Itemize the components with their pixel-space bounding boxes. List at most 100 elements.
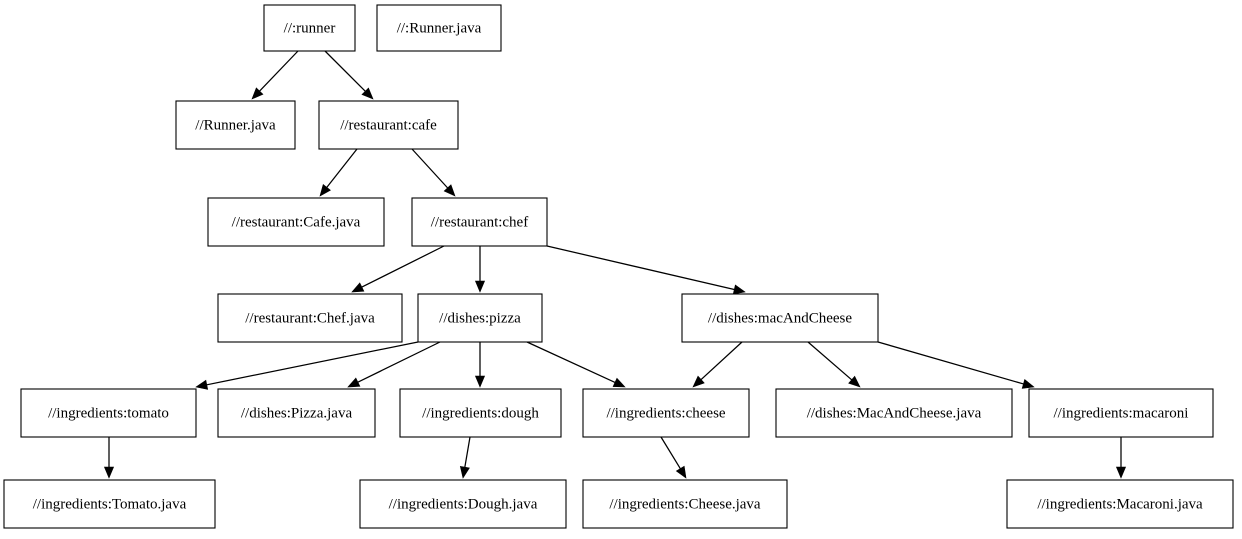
graph-node-cheese_java[interactable]: //ingredients:Cheese.java [582, 479, 788, 529]
graph-node-ing_dough[interactable]: //ingredients:dough [399, 388, 562, 438]
graph-edge [877, 341, 1035, 389]
edges-layer [103, 50, 1127, 479]
graph-edge [692, 341, 743, 388]
graph-node-dishes_pizza[interactable]: //dishes:pizza [417, 293, 543, 343]
graph-node-chef_java[interactable]: //restaurant:Chef.java [217, 293, 403, 343]
graph-edge [1115, 437, 1127, 479]
edge-arrowhead [459, 466, 470, 479]
node-label: //ingredients:Cheese.java [609, 496, 761, 512]
edge-arrowhead [347, 377, 361, 388]
edge-line [411, 148, 449, 189]
graph-node-ing_tomato[interactable]: //ingredients:tomato [20, 388, 197, 438]
node-box[interactable] [207, 197, 385, 247]
node-box[interactable] [3, 479, 216, 529]
graph-node-mac_java[interactable]: //dishes:MacAndCheese.java [775, 388, 1013, 438]
edge-line [206, 341, 419, 386]
node-box[interactable] [20, 388, 197, 438]
graph-edge [546, 245, 746, 295]
graph-node-ing_macaroni[interactable]: //ingredients:macaroni [1028, 388, 1214, 438]
edge-arrowhead [443, 184, 456, 197]
node-label: //dishes:pizza [439, 310, 521, 326]
edge-line [464, 436, 471, 468]
edge-arrowhead [474, 280, 486, 293]
graph-node-macaroni_java[interactable]: //ingredients:Macaroni.java [1006, 479, 1234, 529]
graph-edge [660, 436, 687, 479]
node-label: //restaurant:Chef.java [245, 310, 375, 326]
graph-node-tomato_java[interactable]: //ingredients:Tomato.java [3, 479, 216, 529]
node-box[interactable] [417, 293, 543, 343]
node-label: //:runner [284, 20, 336, 36]
node-box[interactable] [399, 388, 562, 438]
edge-line [807, 341, 853, 381]
node-label: //ingredients:macaroni [1054, 405, 1189, 421]
node-label: //ingredients:Dough.java [389, 496, 538, 512]
graph-edge [324, 50, 374, 100]
node-box[interactable] [175, 100, 296, 150]
edge-arrowhead [848, 375, 861, 388]
graph-node-restaurant_cafe[interactable]: //restaurant:cafe [318, 100, 459, 150]
graph-edge [807, 341, 861, 388]
graph-edge [103, 437, 115, 479]
node-label: //dishes:macAndCheese [708, 310, 852, 326]
graph-node-dough_java[interactable]: //ingredients:Dough.java [359, 479, 567, 529]
edge-line [546, 245, 735, 291]
node-box[interactable] [359, 479, 567, 529]
node-box[interactable] [217, 388, 376, 438]
node-label: //ingredients:Tomato.java [33, 496, 187, 512]
edge-arrowhead [474, 375, 486, 388]
edge-arrowhead [361, 87, 374, 100]
node-box[interactable] [411, 197, 548, 247]
node-label: //ingredients:cheese [606, 405, 725, 421]
edge-line [700, 341, 743, 381]
graph-edge [411, 148, 456, 197]
node-label: //dishes:Pizza.java [241, 405, 353, 421]
node-label: //restaurant:Cafe.java [232, 214, 361, 230]
node-box[interactable] [582, 388, 750, 438]
node-label: //ingredients:Macaroni.java [1037, 496, 1203, 512]
node-box[interactable] [582, 479, 788, 529]
node-box[interactable] [681, 293, 879, 343]
node-box[interactable] [775, 388, 1013, 438]
edge-arrowhead [612, 377, 626, 388]
edge-line [259, 50, 299, 92]
graph-node-restaurant_chef[interactable]: //restaurant:chef [411, 197, 548, 247]
node-label: //Runner.java [195, 117, 276, 133]
edge-line [660, 436, 681, 469]
node-box[interactable] [376, 4, 502, 52]
graph-node-ing_cheese[interactable]: //ingredients:cheese [582, 388, 750, 438]
node-label: //ingredients:tomato [48, 405, 169, 421]
graph-edge [351, 245, 445, 293]
edge-line [361, 245, 445, 288]
graph-edge [251, 50, 299, 100]
node-label: //restaurant:chef [431, 214, 528, 230]
graph-node-cafe_java[interactable]: //restaurant:Cafe.java [207, 197, 385, 247]
graph-edge [526, 341, 626, 388]
node-box[interactable] [318, 100, 459, 150]
graph-edge [474, 342, 486, 388]
graph-edge [459, 436, 471, 479]
edge-line [526, 341, 616, 383]
edge-arrowhead [675, 465, 687, 479]
graph-node-runner_java[interactable]: //Runner.java [175, 100, 296, 150]
node-label: //ingredients:dough [422, 405, 539, 421]
graph-edge [319, 148, 358, 197]
edge-arrowhead [251, 87, 264, 100]
edge-arrowhead [103, 466, 115, 479]
graph-node-runner_java_root[interactable]: //:Runner.java [376, 4, 502, 52]
graph-edge [195, 341, 419, 390]
node-box[interactable] [1006, 479, 1234, 529]
edge-line [877, 341, 1024, 385]
edge-line [324, 50, 366, 92]
node-box[interactable] [1028, 388, 1214, 438]
graph-node-runner[interactable]: //:runner [263, 4, 356, 52]
node-label: //restaurant:cafe [340, 117, 437, 133]
node-box[interactable] [263, 4, 356, 52]
node-box[interactable] [217, 293, 403, 343]
edge-line [326, 148, 358, 188]
edge-line [357, 341, 441, 383]
graph-node-pizza_java[interactable]: //dishes:Pizza.java [217, 388, 376, 438]
nodes-layer: //:runner //:Runner.java //Runner.java //re… [3, 4, 1234, 529]
graph-node-dishes_mac[interactable]: //dishes:macAndCheese [681, 293, 879, 343]
